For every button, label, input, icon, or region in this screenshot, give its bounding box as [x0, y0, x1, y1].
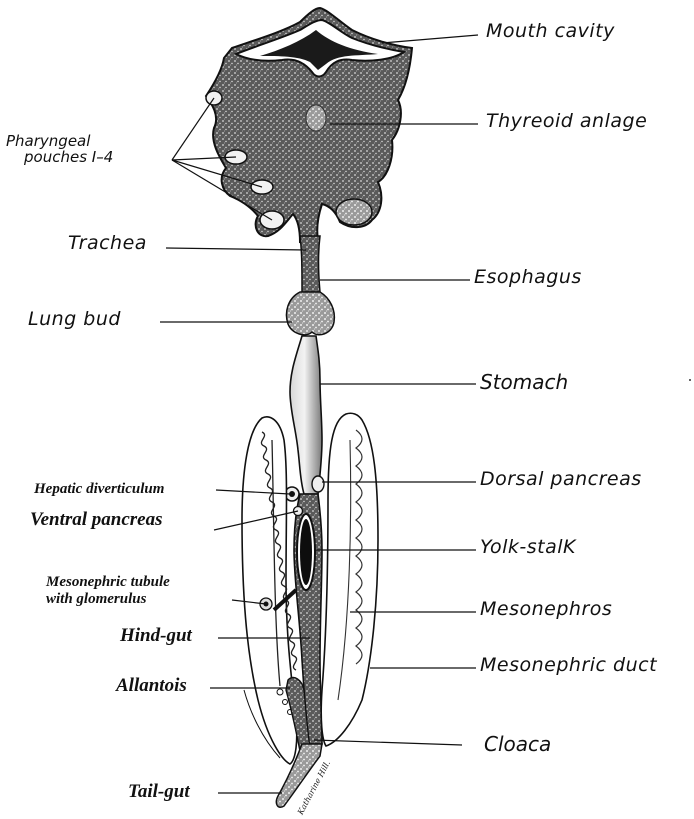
label-tail-gut: Tail-gut — [128, 782, 190, 801]
right-mesonephros — [321, 413, 378, 746]
dorsal-pancreas-bud — [312, 476, 324, 492]
esophagus-tube — [300, 236, 320, 292]
label-trachea: Trachea — [68, 234, 147, 253]
label-mesonephric-tubule: Mesonephric tubule with glomerulus — [46, 574, 170, 609]
label-cloaca: Cloaca — [484, 734, 551, 754]
label-stomach: Stomach — [480, 372, 568, 392]
label-mesonephric-tubule-line2: with glomerulus — [46, 591, 170, 608]
thyroid-bump — [306, 105, 326, 131]
stomach-shape — [290, 336, 322, 494]
label-thyreoid-anlage: Thyreoid anlage — [486, 112, 647, 131]
label-hind-gut: Hind-gut — [120, 626, 192, 645]
label-lung-bud: Lung bud — [28, 310, 121, 329]
label-mesonephric-duct: Mesonephric duct — [480, 656, 657, 675]
label-mesonephros: Mesonephros — [480, 600, 612, 619]
label-mouth-cavity: Mouth cavity — [486, 22, 615, 41]
label-allantois: Allantois — [116, 676, 187, 695]
label-mesonephric-tubule-line1: Mesonephric tubule — [46, 574, 170, 591]
left-mesonephros — [242, 417, 297, 764]
label-ventral-pancreas: Ventral pancreas — [30, 510, 163, 529]
label-dorsal-pancreas: Dorsal pancreas — [480, 470, 642, 489]
lung-bud-shape — [287, 292, 335, 335]
label-pharyngeal-pouches: Pharyngeal pouches I–4 — [6, 134, 113, 166]
label-esophagus: Esophagus — [474, 268, 582, 287]
label-pharyngeal-line2: pouches I–4 — [6, 150, 113, 166]
label-hepatic-diverticulum: Hepatic diverticulum — [34, 482, 164, 497]
label-yolk-stalk: Yolk-stalK — [480, 538, 576, 557]
